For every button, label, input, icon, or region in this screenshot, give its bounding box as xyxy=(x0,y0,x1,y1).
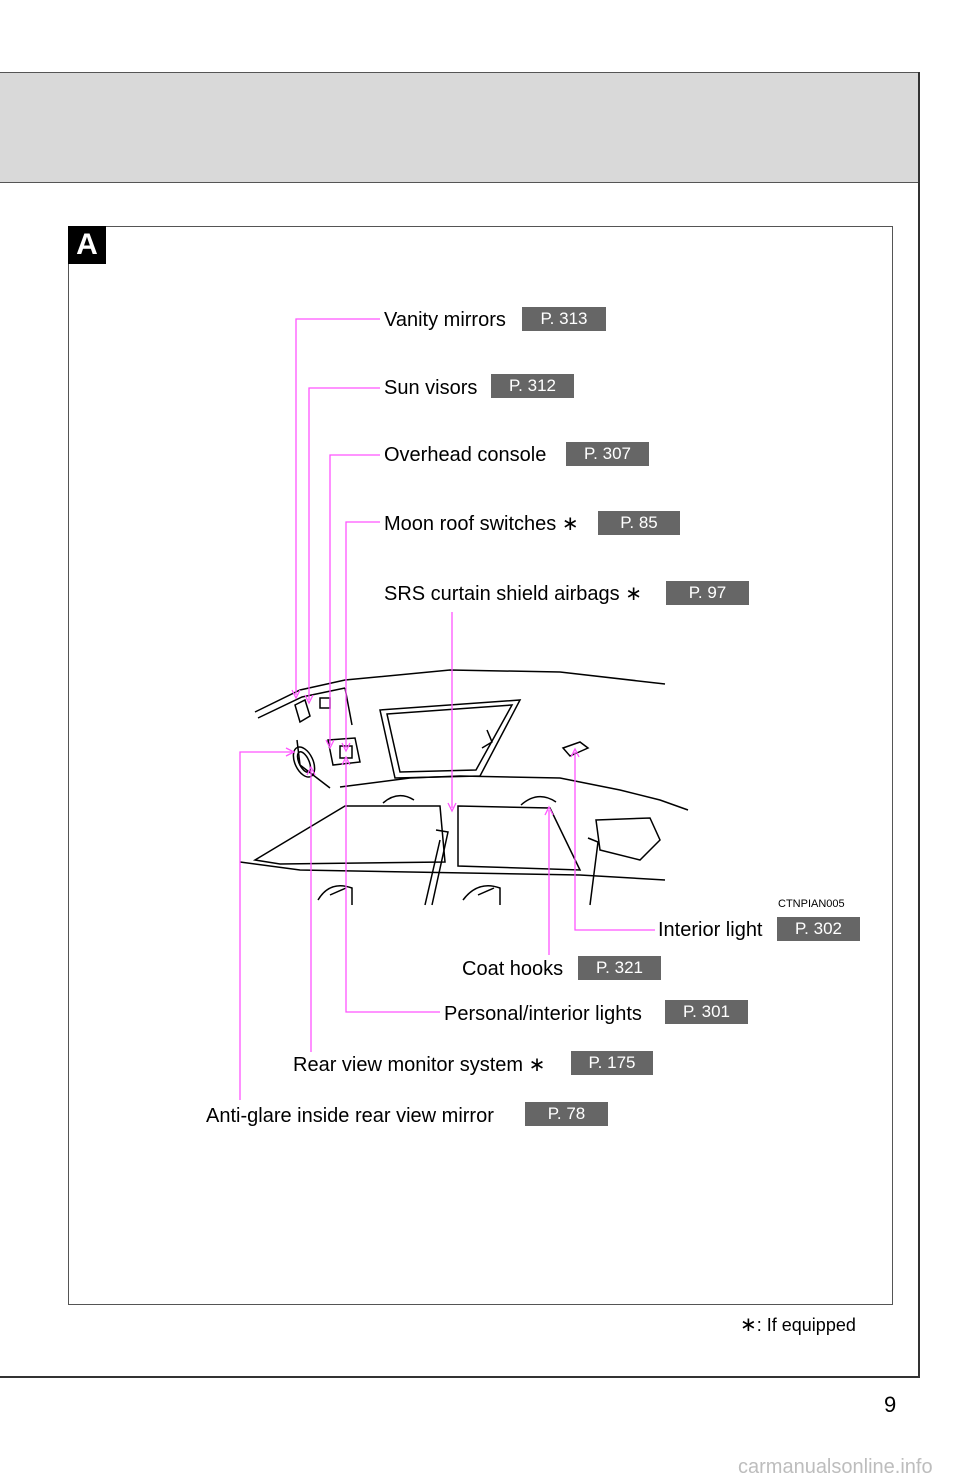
footnote-text: : If equipped xyxy=(756,1315,856,1335)
page-number: 9 xyxy=(884,1392,897,1417)
page-ref-anti-glare-mirror[interactable]: P. 78 xyxy=(525,1102,608,1126)
callout-anti-glare-mirror: Anti-glare inside rear view mirror xyxy=(206,1104,494,1128)
page-ref-moon-roof-switches[interactable]: P. 85 xyxy=(598,511,680,535)
car-interior-drawing xyxy=(239,669,689,906)
page-ref-coat-hooks[interactable]: P. 321 xyxy=(578,956,661,980)
header-band xyxy=(0,72,920,183)
callout-label: Interior light xyxy=(658,919,763,941)
callout-label: Anti-glare inside rear view mirror xyxy=(206,1105,494,1127)
page-ref-vanity-mirrors[interactable]: P. 313 xyxy=(522,307,606,331)
if-equipped-asterisk: ∗ xyxy=(561,513,579,535)
if-equipped-asterisk: ∗ xyxy=(625,583,643,605)
callout-sun-visors: Sun visors xyxy=(384,376,477,400)
callout-coat-hooks: Coat hooks xyxy=(462,957,563,981)
callout-vanity-mirrors: Vanity mirrors xyxy=(384,308,506,332)
page-ref-sun-visors[interactable]: P. 312 xyxy=(491,374,574,398)
page-ref-personal-lights[interactable]: P. 301 xyxy=(665,1000,748,1024)
callout-interior-light: Interior light xyxy=(658,918,763,942)
callout-moon-roof-switches: Moon roof switches ∗ xyxy=(384,512,579,536)
image-code: CTNPIAN005 xyxy=(778,898,845,910)
callout-label: SRS curtain shield airbags xyxy=(384,583,620,605)
bottom-rule xyxy=(0,1376,920,1378)
callout-personal-lights: Personal/interior lights xyxy=(444,1002,642,1026)
watermark[interactable]: carmanualsonline.info xyxy=(738,1456,933,1478)
callout-label: Vanity mirrors xyxy=(384,309,506,331)
callout-overhead-console: Overhead console xyxy=(384,443,546,467)
page-ref-srs-airbags[interactable]: P. 97 xyxy=(666,581,749,605)
callout-label: Overhead console xyxy=(384,444,547,466)
page-ref-rear-view-monitor[interactable]: P. 175 xyxy=(571,1051,653,1075)
illustration-panel xyxy=(68,226,893,1305)
callout-label: Personal/interior lights xyxy=(444,1003,642,1025)
if-equipped-asterisk: ∗ xyxy=(528,1054,546,1076)
callout-label: Coat hooks xyxy=(462,958,564,980)
right-margin-rule xyxy=(918,72,920,1378)
footnote-asterisk: ∗ xyxy=(740,1314,757,1336)
callout-srs-airbags: SRS curtain shield airbags ∗ xyxy=(384,582,642,606)
leader-lines xyxy=(239,318,655,1100)
callout-label: Rear view monitor system xyxy=(293,1054,524,1076)
callout-label: Moon roof switches xyxy=(384,513,557,535)
section-badge: A xyxy=(68,226,106,264)
callout-rear-view-monitor: Rear view monitor system ∗ xyxy=(293,1053,545,1077)
callout-label: Sun visors xyxy=(384,377,478,399)
page-ref-overhead-console[interactable]: P. 307 xyxy=(566,442,649,466)
page-ref-interior-light[interactable]: P. 302 xyxy=(777,917,860,941)
footnote: ∗: If equipped xyxy=(740,1312,856,1337)
leader-arrowheads xyxy=(285,689,580,816)
